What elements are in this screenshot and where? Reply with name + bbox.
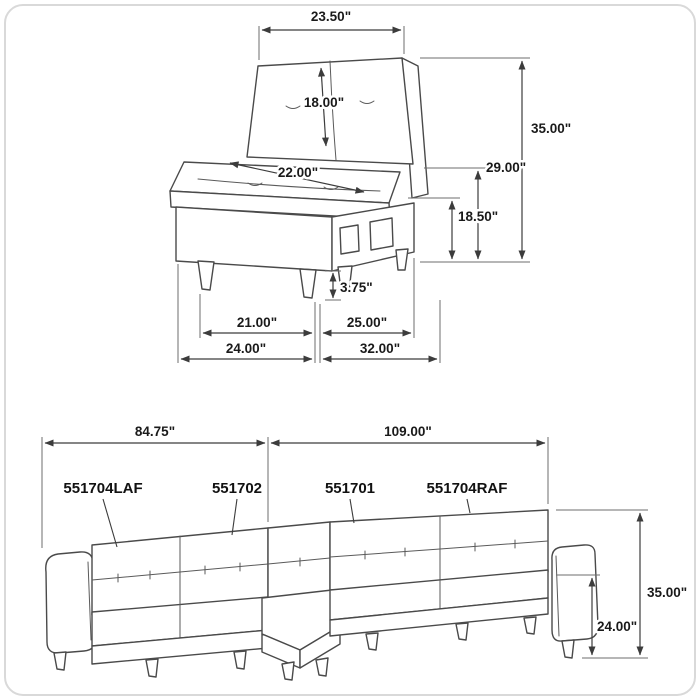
- sectional-right-arm-seam: [555, 555, 560, 637]
- dim-label-left-length: 84.75": [135, 424, 175, 439]
- dim-label-seat-height: 18.50": [458, 209, 498, 224]
- leader-551702: [231, 498, 238, 536]
- chair-leg-side: [337, 265, 353, 292]
- dim-label-overall-height: 35.00": [531, 121, 571, 136]
- chair-back-center-seam: [329, 60, 337, 161]
- dim-label-right-length: 109.00": [384, 424, 432, 439]
- part-label-right-arm-facing: 551704RAF: [427, 480, 508, 497]
- sectional-part-labels: 551704LAF 551702 551701 551704RAF: [61, 478, 509, 548]
- sectional-right-back-tufts: [364, 539, 516, 560]
- sectional-diagram: 551704LAF 551702 551701 551704RAF 84.75"…: [41, 422, 690, 681]
- dim-label-leg-height: 3.75": [340, 280, 373, 295]
- part-label-armless-right: 551701: [325, 480, 375, 497]
- dim-chair-seat-height: 18.50": [408, 197, 501, 260]
- dim-sectional-overall-height: 35.00": [556, 509, 690, 659]
- dim-label-base-width: 24.00": [226, 341, 266, 356]
- sectional-drawing: [45, 509, 599, 681]
- dim-chair-leg-height: 3.75": [325, 270, 375, 301]
- dim-chair-base-width: 24.00": [177, 264, 313, 363]
- leader-551704laf: [102, 498, 118, 548]
- dim-label-base-depth: 25.00": [347, 315, 387, 330]
- dim-label-seat-width: 21.00": [237, 315, 277, 330]
- dim-label-back-width: 23.50": [311, 9, 351, 24]
- chair-dimensions: 23.50" 35.00" 29.00" 18.50" 18.00": [177, 7, 574, 363]
- sectional-left-back-seam-1: [91, 571, 181, 581]
- chair-back-tuft-right: [359, 100, 375, 104]
- dim-chair-seat-width: 21.00": [199, 294, 316, 363]
- chair-diagram: 23.50" 35.00" 29.00" 18.50" 18.00": [169, 7, 574, 363]
- sectional-right-arm: [551, 544, 599, 642]
- dim-label-arm-height: 24.00": [597, 619, 637, 634]
- dim-chair-back-frame-height: 29.00": [424, 158, 529, 260]
- chair-leg-back: [395, 248, 409, 271]
- dim-label-seat-depth: 22.00": [278, 165, 318, 180]
- dim-label-back-height: 18.00": [304, 95, 344, 110]
- dim-chair-back-width: 23.50": [258, 7, 405, 60]
- chair-leg-front-right: [299, 268, 317, 299]
- chair-side-pocket-1: [339, 224, 360, 255]
- part-label-left-arm-facing: 551704LAF: [63, 480, 142, 497]
- sectional-left-back-seam-2: [179, 563, 269, 573]
- sectional-right-back-seam-1: [329, 548, 441, 558]
- dim-chair-seat-depth: 22.00": [229, 161, 365, 194]
- dim-chair-overall-depth: 32.00": [322, 300, 441, 363]
- chair-side-pocket-2: [369, 217, 394, 251]
- part-label-armless-left: 551702: [212, 480, 262, 497]
- dim-label-overall-depth: 32.00": [360, 341, 400, 356]
- dim-chair-back-height: 18.00": [301, 67, 347, 147]
- dim-sectional-right-length: 109.00": [270, 422, 549, 504]
- dim-label-back-frame-height: 29.00": [486, 160, 526, 175]
- dim-sectional-left-length: 84.75": [41, 422, 269, 548]
- chair-leg-front-left: [197, 260, 215, 291]
- leader-551701: [349, 498, 355, 524]
- sectional-dimensions: 84.75" 109.00" 35.00" 24.00": [41, 422, 690, 659]
- dim-sectional-arm-height: 24.00": [556, 574, 640, 656]
- sectional-left-back-tufts: [117, 562, 241, 583]
- sectional-corner-back-seam: [267, 557, 331, 565]
- sectional-right-back-seam-2: [439, 540, 549, 550]
- chair-drawing: [169, 57, 429, 299]
- dim-chair-overall-height: 35.00": [420, 57, 574, 263]
- leader-551704raf: [466, 498, 471, 514]
- sectional-right-seat-front: [329, 597, 549, 637]
- chair-back-tuft-left: [285, 105, 301, 109]
- page-border: [4, 4, 696, 696]
- sectional-left-arm-seam: [87, 561, 92, 641]
- sectional-legs: [53, 616, 575, 681]
- chair-back-cushion: [246, 57, 414, 165]
- dim-chair-base-depth: 25.00": [319, 258, 415, 363]
- dim-label-sectional-height: 35.00": [647, 585, 687, 600]
